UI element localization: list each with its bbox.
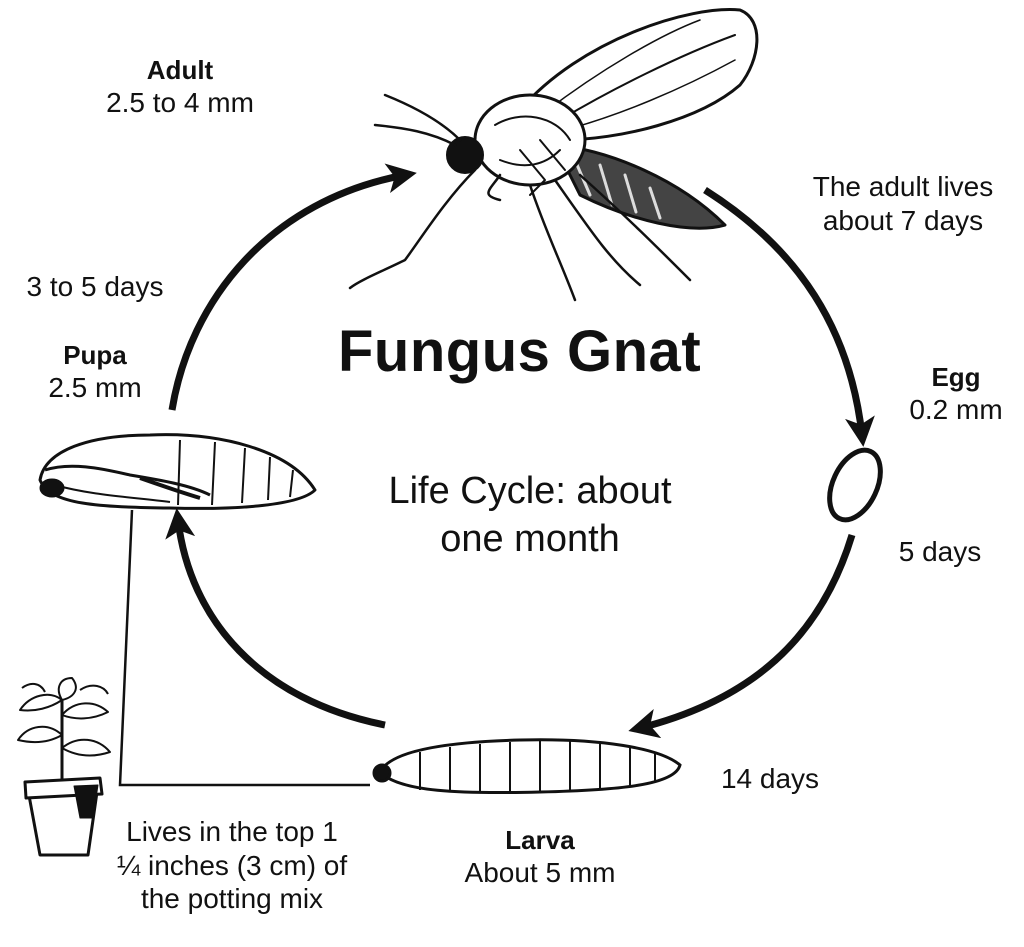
adult-name: Adult — [146, 55, 214, 85]
arrow-egg-to-larva — [628, 533, 856, 739]
larva-size: About 5 mm — [464, 857, 616, 889]
life-cycle-subtitle: Life Cycle: about one month — [345, 468, 715, 563]
egg-duration: 5 days — [898, 536, 982, 567]
pupa-duration: 3 to 5 days — [26, 271, 164, 302]
adult-lifespan-line2: about 7 days — [822, 204, 984, 236]
pupa-label: Pupa 2.5 mm — [20, 340, 170, 405]
potted-plant-icon — [17, 677, 111, 857]
habitat-line3: the potting mix — [140, 883, 324, 915]
adult-size: 2.5 to 4 mm — [106, 87, 254, 119]
egg-icon — [827, 447, 883, 523]
larva-label: Larva About 5 mm — [420, 825, 660, 890]
subtitle-line2: one month — [440, 517, 620, 560]
arrow-larva-to-pupa — [165, 508, 386, 729]
adult-lifespan-line1: The adult lives — [812, 171, 994, 202]
gnat-adult-icon — [348, 8, 759, 302]
pupa-icon — [38, 433, 317, 510]
habitat-connector — [118, 509, 370, 787]
adult-label: Adult 2.5 to 4 mm — [70, 55, 290, 120]
egg-label: Egg 0.2 mm — [890, 362, 1022, 427]
arrow-pupa-to-adult — [168, 163, 417, 411]
egg-name: Egg — [931, 362, 981, 392]
larva-icon — [372, 738, 682, 795]
diagram-title: Fungus Gnat — [338, 319, 702, 384]
pupa-name: Pupa — [63, 340, 127, 370]
arrow-adult-to-egg — [703, 187, 875, 447]
subtitle-line1: Life Cycle: about — [388, 470, 672, 512]
habitat-line1: Lives in the top 1 — [126, 816, 338, 847]
egg-size: 0.2 mm — [909, 394, 1003, 426]
adult-lifespan-label: The adult lives about 7 days — [780, 170, 1024, 237]
pupa-size: 2.5 mm — [48, 372, 142, 404]
habitat-line2: ¼ inches (3 cm) of — [116, 849, 348, 881]
habitat-label: Lives in the top 1 ¼ inches (3 cm) of th… — [72, 815, 392, 916]
larva-duration: 14 days — [720, 763, 820, 794]
larva-name: Larva — [505, 825, 575, 855]
